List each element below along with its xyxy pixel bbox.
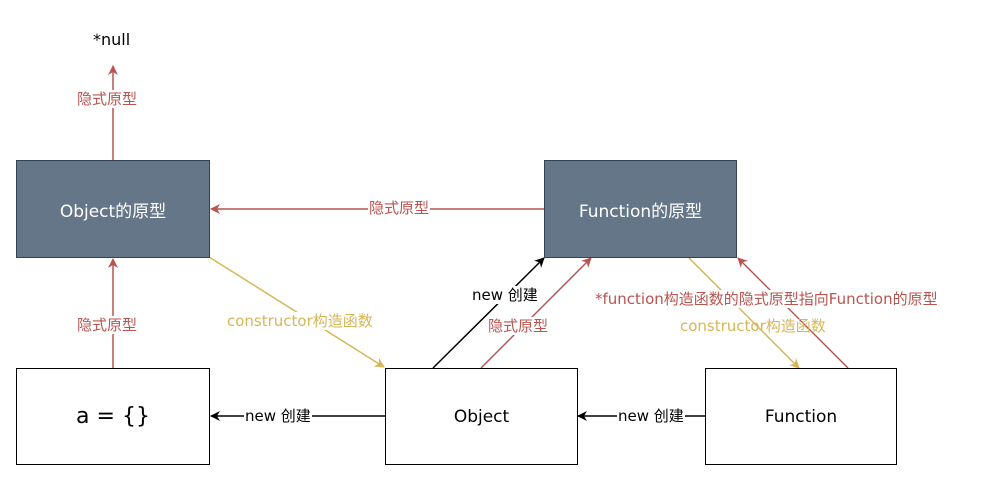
edge-label-object-new-function-proto: new 创建 [471, 286, 539, 304]
object-prototype-label: Object的原型 [59, 201, 167, 222]
object-constructor-node[interactable]: Object [385, 368, 578, 465]
object-constructor-label: Object [453, 406, 510, 427]
edge-label-function-to-function-proto: *function构造函数的隐式原型指向Function的原型 [594, 290, 939, 308]
edge-object-new-function-proto [432, 257, 545, 369]
edge-label-object-proto-constructor: constructor构造函数 [226, 312, 374, 330]
function-prototype-label: Function的原型 [578, 201, 703, 222]
edge-label-object-proto-to-null: 隐式原型 [76, 90, 139, 108]
function-constructor-label: Function [764, 406, 838, 427]
edge-label-object-new-a: new 创建 [244, 407, 312, 425]
edge-label-function-proto-constructor: constructor构造函数 [680, 317, 826, 335]
a-object-node[interactable]: a = {} [16, 368, 210, 465]
null-label: *null [93, 30, 131, 49]
edge-function-to-function-proto [737, 257, 849, 369]
function-prototype-node[interactable]: Function的原型 [544, 160, 737, 258]
edge-function-proto-constructor [688, 257, 800, 369]
a-object-label: a = {} [76, 404, 150, 429]
edge-label-a-to-object-proto: 隐式原型 [76, 316, 139, 334]
edge-object-to-function-proto [480, 257, 592, 369]
edge-label-object-to-function-proto: 隐式原型 [487, 317, 550, 335]
function-constructor-node[interactable]: Function [705, 368, 897, 465]
edge-label-function-proto-to-object-proto: 隐式原型 [368, 199, 431, 217]
object-prototype-node[interactable]: Object的原型 [16, 160, 210, 258]
edge-label-function-new-object: new 创建 [617, 407, 685, 425]
